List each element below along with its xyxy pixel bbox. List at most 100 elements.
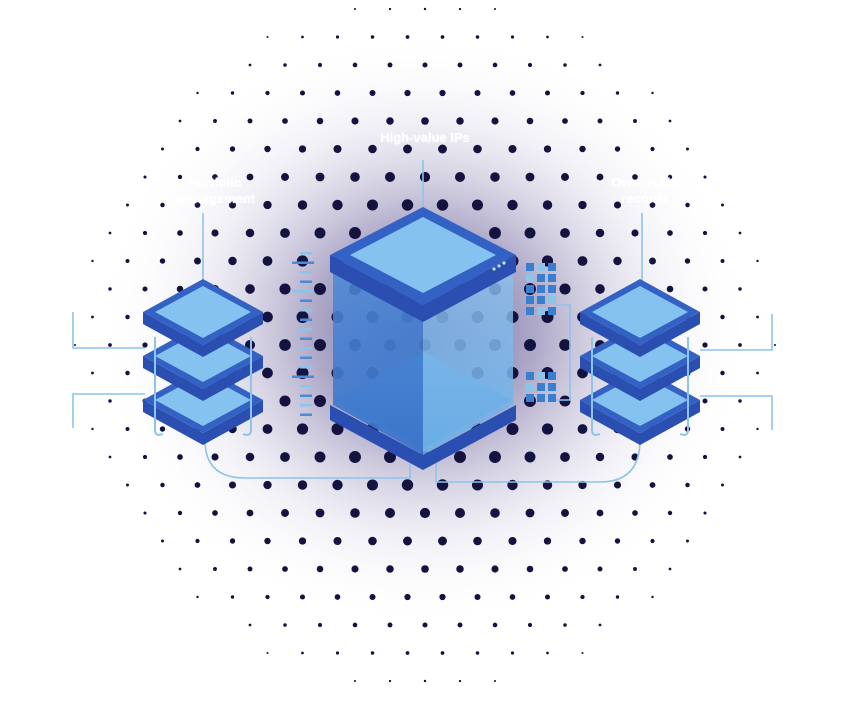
halftone-dot <box>142 286 148 292</box>
halftone-dot <box>301 35 304 39</box>
halftone-dot <box>315 508 325 518</box>
halftone-dot <box>230 595 235 599</box>
halftone-dot <box>510 651 515 655</box>
halftone-dot <box>578 480 587 490</box>
grid-cell <box>548 307 556 315</box>
halftone-dot <box>580 90 585 96</box>
layer-side <box>580 400 700 445</box>
halftone-dot <box>333 536 342 546</box>
halftone-dot <box>368 536 377 546</box>
server-lid-side <box>330 255 516 322</box>
halftone-dot <box>316 117 324 125</box>
halftone-dot <box>615 91 620 95</box>
grid-cell <box>526 296 534 304</box>
halftone-dot <box>245 228 255 238</box>
halftone-dot <box>262 424 273 434</box>
label-line: Ownership <box>611 175 679 190</box>
halftone-dot <box>317 62 323 68</box>
halftone-dot <box>721 483 724 487</box>
halftone-dot <box>279 395 291 407</box>
halftone-dot <box>524 227 536 239</box>
meter-bar <box>300 299 312 302</box>
halftone-dot <box>246 509 254 517</box>
halftone-dot <box>509 594 516 600</box>
label-line: records <box>621 191 669 206</box>
halftone-dot <box>298 537 307 545</box>
halftone-dot <box>598 63 602 67</box>
halftone-dot <box>230 91 235 95</box>
meter-bar <box>300 347 312 350</box>
halftone-dot <box>262 311 273 323</box>
ownership-records-stack <box>580 279 700 445</box>
halftone-dot <box>563 623 567 627</box>
halftone-dot <box>527 62 533 68</box>
server-screen <box>350 217 496 293</box>
halftone-dot <box>248 623 252 627</box>
halftone-dot <box>331 423 344 435</box>
halftone-dot <box>475 35 480 39</box>
halftone-dot <box>508 536 517 546</box>
halftone-dot <box>439 593 446 601</box>
halftone-dot <box>546 651 549 655</box>
halftone-dot <box>440 651 445 655</box>
halftone-dot <box>334 90 341 96</box>
server-base-dark <box>330 405 516 470</box>
halftone-dot <box>738 455 742 459</box>
layer-screen <box>592 286 688 338</box>
halftone-dot <box>194 482 201 488</box>
halftone-dot <box>246 173 254 181</box>
halftone-dot <box>507 199 518 211</box>
halftone-dot <box>314 339 326 351</box>
halftone-dot <box>703 511 707 515</box>
halftone-dot <box>405 35 410 39</box>
label-ownership-records: Ownership records <box>575 175 715 207</box>
halftone-dot <box>301 651 304 655</box>
halftone-dot <box>458 7 462 11</box>
grid-cell <box>537 394 545 402</box>
halftone-dot <box>125 259 130 263</box>
halftone-dot <box>686 539 689 543</box>
grid-cell <box>548 263 556 271</box>
halftone-dot <box>314 283 326 295</box>
halftone-dot <box>561 509 569 517</box>
halftone-dot <box>404 89 411 97</box>
halftone-dot <box>738 231 742 235</box>
halftone-dot <box>213 567 217 571</box>
halftone-dot <box>649 202 656 208</box>
grid-cell <box>526 383 534 391</box>
halftone-dot <box>720 314 725 320</box>
halftone-dot <box>524 451 536 463</box>
halftone-dot <box>454 451 466 463</box>
halftone-dot <box>632 510 638 516</box>
halftone-dot <box>387 622 393 628</box>
halftone-dot <box>108 231 112 235</box>
halftone-dot <box>542 200 553 210</box>
halftone-dot <box>108 455 112 459</box>
halftone-dot <box>388 679 392 683</box>
meter-bar <box>292 375 314 378</box>
halftone-dot <box>350 172 360 182</box>
halftone-dot <box>369 89 376 97</box>
halftone-dot <box>438 536 447 546</box>
meter-bar <box>300 404 312 407</box>
halftone-dot <box>142 454 148 460</box>
halftone-dot <box>264 145 271 153</box>
halftone-dot <box>509 90 516 96</box>
connector-left-bottom <box>204 439 411 479</box>
halftone-dot <box>73 343 77 347</box>
data-meter-left <box>292 252 314 416</box>
halftone-dot <box>125 370 130 376</box>
halftone-dot <box>176 285 184 293</box>
halftone-dot <box>143 511 147 515</box>
halftone-dot <box>178 119 182 123</box>
halftone-dot <box>108 399 112 403</box>
halftone-dot <box>560 228 570 238</box>
halftone-dot <box>613 201 622 209</box>
halftone-dot <box>349 451 361 463</box>
halftone-dot <box>263 480 272 490</box>
halftone-dot <box>404 593 411 601</box>
halftone-dot <box>526 565 534 573</box>
halftone-dot <box>473 536 482 546</box>
halftone-dot <box>525 172 535 182</box>
halftone-dot <box>266 651 269 655</box>
